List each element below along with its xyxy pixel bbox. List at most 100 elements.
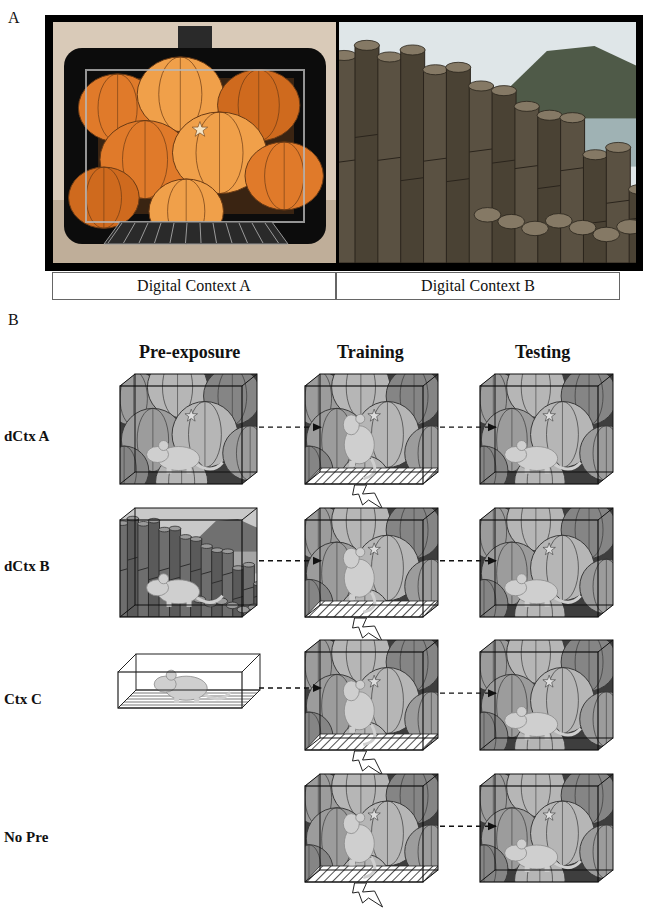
rock-crack [401,178,424,181]
cube-depth-edge [305,472,320,484]
pumpkin-rib [360,491,361,551]
cube-back-edge [495,774,613,870]
pumpkin-rib [372,535,404,600]
cube-back-edge [495,374,613,472]
pumpkin-rib [483,712,484,762]
pumpkin-rib [562,402,563,468]
pumpkin-rib [562,801,563,866]
panel-letter: B [8,311,19,329]
pumpkin-rib [535,757,536,816]
grid-bar [186,223,188,243]
rock-crack [222,572,233,575]
stepping-stone [498,214,525,228]
rock-top [180,535,192,540]
rock-top [469,81,494,91]
rock-top [491,86,516,96]
context-cube [460,357,633,508]
pumpkin-star [368,675,381,687]
cage-bar [124,702,248,703]
pumpkin-rib [372,668,404,734]
pumpkin-rib [336,674,337,737]
pumpkin-star [185,409,198,421]
pumpkin [460,446,508,496]
rock-column [583,155,607,263]
pumpkin-rib [360,357,361,418]
rock-crack [515,166,538,169]
pumpkin-rib [219,112,220,194]
sky [120,508,257,617]
cube-depth-edge [120,605,135,617]
cube-depth-edge [480,738,495,750]
rock-crack [469,149,492,152]
pumpkin-rib [196,112,243,194]
cube-depth-edge [598,472,613,484]
cage-bar [121,705,245,706]
rock-column [515,106,539,263]
pumpkin-rib [308,845,309,894]
mouse-tail [555,861,581,868]
mouse-foot [349,727,355,733]
stepping-stone [474,208,501,222]
pumpkin-rib [177,357,178,418]
rock-top [148,518,160,523]
mouse-foot [349,860,355,866]
pumpkin-rib [387,535,388,600]
pumpkin-rib [483,579,484,628]
pumpkin-rib [112,446,137,496]
stepping-stone [545,214,572,228]
grid-bar [239,223,248,243]
cube-depth-edge [242,508,257,520]
mouse-foot [545,866,550,872]
mouse-foot [525,866,530,872]
mouse-ear [517,839,527,849]
cube-depth-edge [242,472,257,484]
rock-column [212,550,223,617]
chamber-housing [64,48,326,244]
rock-crack [538,186,561,189]
context-cube [285,357,458,508]
grid-bar [139,223,148,243]
hill [195,519,257,554]
rock-crack [201,571,212,574]
context-label: Digital Context A [137,277,251,295]
rock-crack [606,200,629,203]
row-label: dCtx A [4,428,49,445]
rock-top [606,142,631,152]
mouse-foot [174,697,179,703]
pumpkin-rib [535,357,536,418]
phase-arrow [259,687,321,688]
rock-column [424,70,448,263]
context-label: Digital Context B [421,277,535,295]
mouse-foot [167,601,172,607]
cube-depth-edge [423,605,438,617]
pumpkin-rib [472,579,496,628]
pumpkin-rib [387,668,388,734]
row-label: No Pre [4,829,48,846]
mouse-foot [545,734,550,740]
cube-front-edge [480,786,598,882]
grid-bar [108,223,122,243]
shock-bolt [353,485,383,509]
rock-crack [492,160,515,163]
rock-column [401,50,425,263]
context-cube [285,757,458,905]
rock-top [400,45,425,55]
pumpkin-rib [308,446,309,496]
pumpkin-rib [593,825,620,879]
pumpkin-rib [483,845,484,894]
pumpkin-rib [372,402,404,468]
rock-crack [629,216,649,219]
pumpkin-star [543,675,556,687]
mouse-tail [204,692,230,699]
rock-column [148,521,159,617]
rock-top [222,549,234,554]
rock-top [537,110,562,120]
rock-top [211,548,223,553]
pumpkin-rib [308,579,309,628]
pumpkin-rib [472,712,496,762]
cage-depth-edge [118,654,136,672]
cage-depth-edge [242,654,260,672]
photo-context-b [331,22,649,263]
rock-crack [561,168,584,171]
